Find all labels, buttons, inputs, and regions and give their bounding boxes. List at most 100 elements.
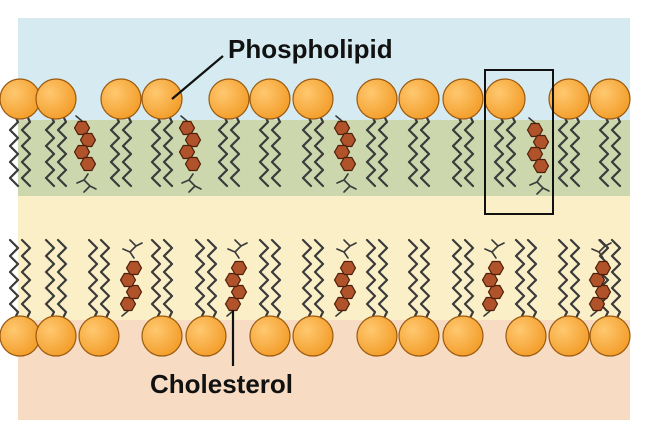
phospholipid-head bbox=[78, 315, 120, 357]
fatty-acid-tail bbox=[56, 238, 68, 322]
cholesterol-tail bbox=[336, 239, 357, 259]
fatty-acid-tail bbox=[313, 238, 325, 322]
cholesterol-hydroxyl bbox=[121, 310, 129, 317]
outer-leaflet-tails bbox=[8, 112, 622, 188]
cholesterol-molecule bbox=[73, 115, 97, 193]
cholesterol-ring bbox=[339, 132, 357, 148]
fatty-acid-tail bbox=[463, 112, 475, 188]
cholesterol-ring bbox=[333, 120, 351, 136]
fatty-acid-tail bbox=[569, 112, 581, 188]
fatty-acid-tail bbox=[206, 238, 218, 322]
phospholipid-head bbox=[292, 78, 334, 120]
inner-leaflet-heads bbox=[0, 315, 631, 357]
inner-leaflet-tails bbox=[8, 238, 622, 322]
fatty-acid-tail bbox=[610, 112, 622, 188]
fatty-acid-tail bbox=[377, 238, 389, 322]
cholesterol-ring bbox=[487, 260, 505, 276]
fatty-acid-tail bbox=[162, 112, 174, 188]
fatty-acid-tail bbox=[419, 112, 431, 188]
cholesterol-molecule bbox=[333, 115, 357, 193]
fatty-acid-tail bbox=[44, 112, 56, 188]
cholesterol-ring bbox=[481, 296, 499, 312]
fatty-acid-tail bbox=[8, 238, 20, 322]
cholesterol-molecule bbox=[481, 239, 505, 317]
cholesterol-ring bbox=[526, 122, 544, 138]
phospholipid-head bbox=[249, 315, 291, 357]
fatty-acid-tail bbox=[569, 238, 581, 322]
cholesterol-ring bbox=[339, 260, 357, 276]
fatty-acid-tail bbox=[463, 238, 475, 322]
cholesterol-molecules bbox=[73, 115, 612, 317]
cholesterol-hydroxyl bbox=[528, 117, 536, 124]
cholesterol-molecule bbox=[178, 115, 202, 193]
fatty-acid-tail bbox=[56, 112, 68, 188]
cholesterol-ring bbox=[588, 272, 606, 288]
cholesterol-hydroxyl bbox=[180, 115, 188, 122]
phospholipid-head bbox=[292, 315, 334, 357]
cholesterol-tail bbox=[484, 239, 505, 259]
fatty-acid-tail bbox=[194, 238, 206, 322]
fatty-acid-tail bbox=[121, 112, 133, 188]
cholesterol-hydroxyl bbox=[335, 310, 343, 317]
fatty-acid-tail bbox=[407, 238, 419, 322]
cholesterol-ring bbox=[487, 284, 505, 300]
cholesterol-tail bbox=[591, 239, 612, 259]
cholesterol-tail bbox=[529, 175, 550, 195]
phospholipid-leader-line bbox=[171, 55, 224, 100]
cholesterol-tail bbox=[336, 173, 357, 193]
phospholipid-head bbox=[208, 78, 250, 120]
cholesterol-ring bbox=[79, 156, 97, 172]
fatty-acid-tail bbox=[270, 112, 282, 188]
phospholipid-head bbox=[589, 315, 631, 357]
phospholipid-highlight-box bbox=[484, 69, 554, 215]
cholesterol-hydroxyl bbox=[335, 115, 343, 122]
cholesterol-ring bbox=[230, 260, 248, 276]
cholesterol-ring bbox=[119, 272, 137, 288]
fatty-acid-tail bbox=[217, 112, 229, 188]
phospholipid-head bbox=[589, 78, 631, 120]
fatty-acid-tail bbox=[557, 112, 569, 188]
phospholipid-label: Phospholipid bbox=[228, 34, 393, 64]
fatty-acid-tail bbox=[419, 238, 431, 322]
cholesterol-label: Cholesterol bbox=[150, 369, 293, 399]
cholesterol-tail bbox=[122, 239, 143, 259]
fatty-acid-tail bbox=[557, 238, 569, 322]
fatty-acid-tail bbox=[301, 112, 313, 188]
fatty-acid-tail bbox=[514, 238, 526, 322]
phospholipid-head bbox=[35, 315, 77, 357]
fatty-acid-tail bbox=[493, 112, 505, 188]
cholesterol-hydroxyl bbox=[75, 115, 83, 122]
background-bands bbox=[18, 18, 630, 420]
cholesterol-hydroxyl bbox=[590, 310, 598, 317]
phospholipid-head bbox=[442, 78, 484, 120]
cholesterol-ring bbox=[224, 272, 242, 288]
cholesterol-ring bbox=[125, 284, 143, 300]
cholesterol-molecule bbox=[526, 117, 550, 195]
cholesterol-ring bbox=[333, 296, 351, 312]
cholesterol-ring bbox=[178, 144, 196, 160]
fatty-acid-tail bbox=[451, 112, 463, 188]
cholesterol-molecule bbox=[119, 239, 143, 317]
fatty-acid-tail bbox=[20, 238, 32, 322]
cholesterol-ring bbox=[339, 156, 357, 172]
fatty-acid-tail bbox=[610, 238, 622, 322]
outer-leaflet-heads bbox=[0, 78, 631, 120]
phospholipid-head bbox=[505, 315, 547, 357]
cholesterol-ring bbox=[230, 284, 248, 300]
phospholipid-head bbox=[442, 315, 484, 357]
fatty-acid-tail bbox=[229, 112, 241, 188]
cholesterol-molecule bbox=[333, 239, 357, 317]
fatty-acid-tail bbox=[270, 238, 282, 322]
cholesterol-ring bbox=[339, 284, 357, 300]
cholesterol-ring bbox=[184, 156, 202, 172]
fatty-acid-tail bbox=[258, 112, 270, 188]
cholesterol-ring bbox=[73, 144, 91, 160]
hydrophobic-core bbox=[18, 196, 630, 320]
cholesterol-ring bbox=[588, 296, 606, 312]
fatty-acid-tail bbox=[87, 238, 99, 322]
cholesterol-ring bbox=[333, 144, 351, 160]
cholesterol-ring bbox=[184, 132, 202, 148]
fatty-acid-tail bbox=[20, 112, 32, 188]
cholesterol-ring bbox=[73, 120, 91, 136]
